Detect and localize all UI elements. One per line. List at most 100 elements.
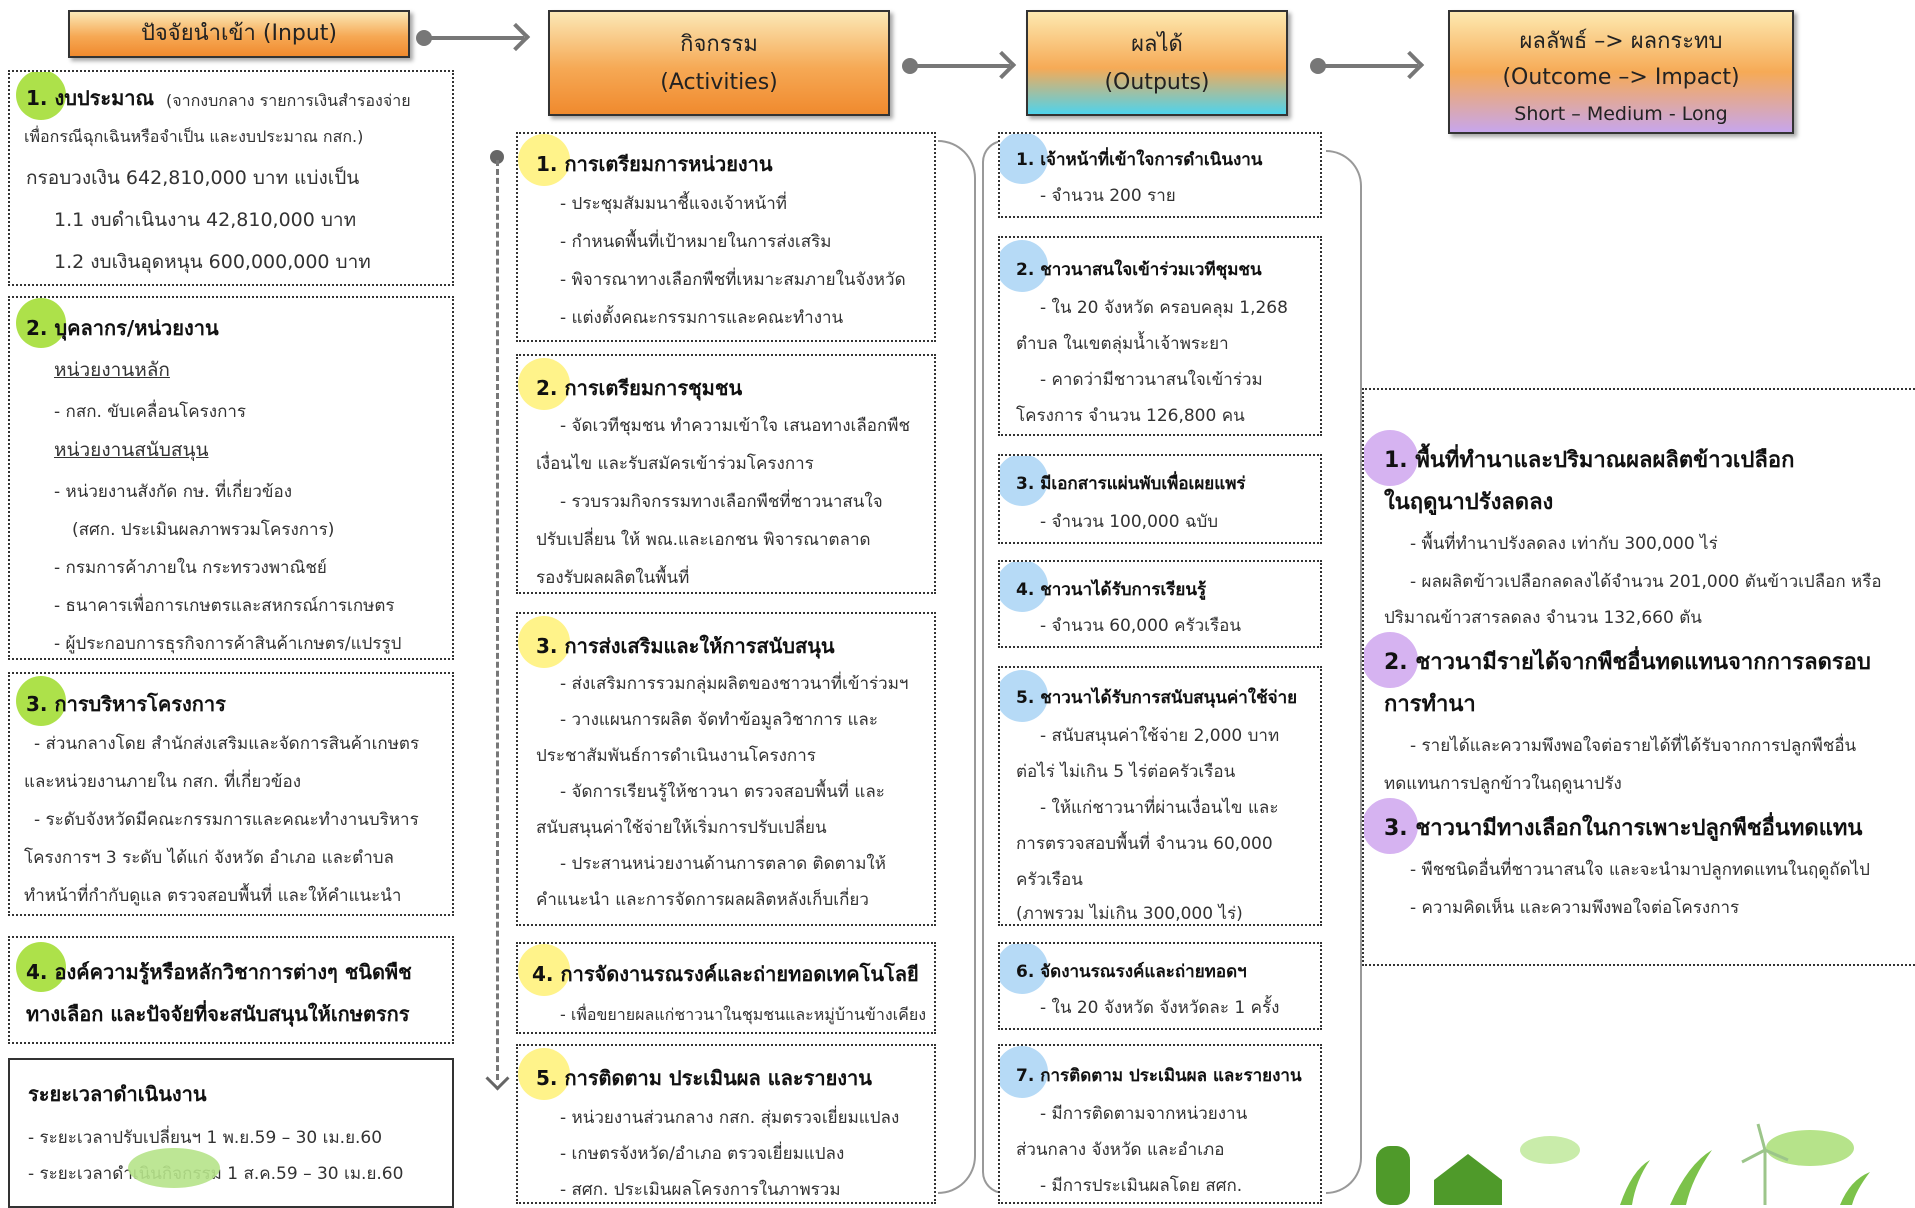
- silo-shape: [1376, 1146, 1410, 1205]
- arrow-outputs-to-outcome: [1310, 58, 1418, 74]
- timeline-line: - ระยะเวลาปรับเปลี่ยนฯ 1 พ.ย.59 – 30 เม.…: [28, 1128, 383, 1148]
- outcome-header: ผลลัพธ์ –> ผลกระทบ (Outcome –> Impact) S…: [1448, 10, 1794, 134]
- activities-header: กิจกรรม (Activities): [548, 10, 890, 116]
- input-budget-box: 1. งบประมาณ (จากงบกลาง รายการเงินสำรองจ่…: [8, 70, 454, 286]
- activities-header-subtitle: (Activities): [660, 70, 778, 95]
- output-2-line: - คาดว่ามีชาวนาสนใจเข้าร่วม: [1040, 370, 1263, 390]
- activity-timeline-line: [496, 160, 499, 1080]
- input-1-line: (จากงบกลาง รายการเงินสำรองจ่าย: [166, 91, 411, 110]
- input-4-marker: [16, 942, 66, 992]
- activity-5-title: 5. การติดตาม ประเมินผล และรายงาน: [536, 1066, 872, 1090]
- output-4-line: - จำนวน 60,000 ครัวเรือน: [1040, 616, 1241, 636]
- output-2-line: ตำบล ในเขตลุ่มน้ำเจ้าพระยา: [1016, 334, 1229, 354]
- activity-4-box: 4. การจัดงานรณรงค์และถ่ายทอดเทคโนโลยี - …: [516, 942, 936, 1034]
- activity-3-line: สนับสนุนค่าใช้จ่ายให้เริ่มการปรับเปลี่ยน: [536, 818, 827, 838]
- arrow-activities-to-outputs: [902, 58, 1010, 74]
- output-5-line: - ให้แก่ชาวนาที่ผ่านเงื่อนไข และ: [1040, 798, 1279, 818]
- outcome-2-title-cont: การทำนา: [1384, 692, 1476, 717]
- timeline-box: ระยะเวลาดำเนินงาน - ระยะเวลาปรับเปลี่ยนฯ…: [8, 1058, 454, 1208]
- output-6-box: 6. จัดงานรณรงค์และถ่ายทอดฯ - ใน 20 จังหว…: [998, 942, 1322, 1030]
- input-2-line: - หน่วยงานสังกัด กษ. ที่เกี่ยวข้อง: [54, 482, 293, 502]
- activity-5-marker: [518, 1048, 570, 1100]
- activity-3-marker: [518, 616, 570, 668]
- timeline-start-dot: [490, 150, 504, 164]
- input-2-line: หน่วยงานสนับสนุน: [54, 439, 209, 461]
- output-3-marker: [1000, 456, 1048, 506]
- input-header-label: ปัจจัยนำเข้า (Input): [140, 21, 338, 46]
- output-5-line: (ภาพรวม ไม่เกิน 300,000 ไร่): [1016, 904, 1243, 924]
- input-3-line: - ระดับจังหวัดมีคณะกรรมการและคณะทำงานบริ…: [34, 810, 419, 830]
- activity-1-line: - พิจารณาทางเลือกพืชที่เหมาะสมภายในจังหว…: [560, 270, 906, 290]
- activity-2-line: - รวบรวมกิจกรรมทางเลือกพืชที่ชาวนาสนใจ: [560, 492, 883, 512]
- outcome-2-title: 2. ชาวนามีรายได้จากพืชอื่นทดแทนจากการลดร…: [1384, 650, 1871, 675]
- output-6-title: 6. จัดงานรณรงค์และถ่ายทอดฯ: [1016, 962, 1247, 982]
- input-3-line: ทำหน้าที่กำกับดูแล ตรวจสอบพื้นที่ และให้…: [24, 886, 402, 906]
- outcome-header-subtitle: (Outcome –> Impact): [1502, 65, 1740, 90]
- output-2-box: 2. ชาวนาสนใจเข้าร่วมเวทีชุมชน - ใน 20 จั…: [998, 236, 1322, 436]
- output-6-marker: [1000, 944, 1048, 994]
- input-1-line: เพื่อกรณีฉุกเฉินหรือจำเป็น และงบประมาณ ก…: [24, 127, 364, 146]
- activity-3-line: - วางแผนการผลิต จัดทำข้อมูลวิชาการ และ: [560, 710, 878, 730]
- activity-3-line: ประชาสัมพันธ์การดำเนินงานโครงการ: [536, 746, 816, 766]
- activity-2-title: 2. การเตรียมการชุมชน: [536, 376, 743, 400]
- output-4-box: 4. ชาวนาได้รับการเรียนรู้ - จำนวน 60,000…: [998, 560, 1322, 648]
- activity-3-box: 3. การส่งเสริมและให้การสนับสนุน - ส่งเสร…: [516, 612, 936, 926]
- output-2-line: - ใน 20 จังหวัด ครอบคลุม 1,268: [1040, 298, 1288, 318]
- input-personnel-box: 2. บุคลากร/หน่วยงาน หน่วยงานหลัก - กสก. …: [8, 296, 454, 660]
- activities-header-title: กิจกรรม: [680, 32, 758, 57]
- activity-4-marker: [518, 944, 570, 996]
- output-4-title: 4. ชาวนาได้รับการเรียนรู้: [1016, 580, 1207, 600]
- outcome-2-line: - รายได้และความพึงพอใจต่อรายได้ที่ได้รับ…: [1410, 736, 1857, 756]
- output-7-marker: [1000, 1046, 1048, 1098]
- input-4-line: ทางเลือก และปัจจัยที่จะสนับสนุนให้เกษตรก…: [26, 1002, 410, 1026]
- activity-1-box: 1. การเตรียมการหน่วยงาน - ประชุมสัมมนาชี…: [516, 132, 936, 342]
- activity-5-box: 5. การติดตาม ประเมินผล และรายงาน - หน่วย…: [516, 1044, 936, 1204]
- activity-2-line: เงื่อนไข และรับสมัครเข้าร่วมโครงการ: [536, 454, 814, 474]
- activity-1-title: 1. การเตรียมการหน่วยงาน: [536, 152, 773, 176]
- input-1-title: 1. งบประมาณ: [26, 86, 155, 110]
- outputs-header-title: ผลได้: [1131, 32, 1183, 57]
- activity-5-line: - หน่วยงานส่วนกลาง กสก. สุ่มตรวจเยี่ยมแป…: [560, 1108, 900, 1128]
- input-management-box: 3. การบริหารโครงการ - ส่วนกลางโดย สำนักส…: [8, 672, 454, 916]
- output-2-marker: [1000, 240, 1048, 292]
- input-3-line: และหน่วยงานภายใน กสก. ที่เกี่ยวข้อง: [24, 772, 302, 792]
- activity-4-line: - เพื่อขยายผลแก่ชาวนาในชุมชนและหมู่บ้านข…: [560, 1005, 927, 1024]
- output-4-marker: [1000, 562, 1048, 612]
- output-5-title: 5. ชาวนาได้รับการสนับสนุนค่าใช้จ่าย: [1016, 688, 1298, 708]
- input-knowledge-box: 4. องค์ความรู้หรือหลักวิชาการต่างๆ ชนิดพ…: [8, 936, 454, 1044]
- output-6-line: - ใน 20 จังหวัด จังหวัดละ 1 ครั้ง: [1040, 998, 1280, 1018]
- outcome-1-line: - ผลผลิตข้าวเปลือกลดลงได้จำนวน 201,000 ต…: [1410, 572, 1882, 592]
- outcome-header-horizon: Short – Medium - Long: [1514, 103, 1728, 125]
- input-2-title: 2. บุคลากร/หน่วยงาน: [26, 316, 219, 340]
- output-1-title: 1. เจ้าหน้าที่เข้าใจการดำเนินงาน: [1016, 150, 1263, 170]
- activity-4-title: 4. การจัดงานรณรงค์และถ่ายทอดเทคโนโลยี: [532, 962, 919, 986]
- activity-3-line: คำแนะนำ และการจัดการผลผลิตหลังเก็บเกี่ยว: [536, 890, 869, 910]
- outcome-1-title: 1. พื้นที่ทำนาและปริมาณผลผลิตข้าวเปลือก: [1384, 448, 1795, 473]
- output-2-title: 2. ชาวนาสนใจเข้าร่วมเวทีชุมชน: [1016, 260, 1262, 280]
- outcome-box: 1. พื้นที่ทำนาและปริมาณผลผลิตข้าวเปลือก …: [1362, 388, 1915, 966]
- outcome-header-title: ผลลัพธ์ –> ผลกระทบ: [1519, 29, 1723, 54]
- input-header: ปัจจัยนำเข้า (Input): [68, 10, 410, 58]
- activity-3-title: 3. การส่งเสริมและให้การสนับสนุน: [536, 634, 835, 658]
- activity-2-line: - จัดเวทีชุมชน ทำความเข้าใจ เสนอทางเลือก…: [560, 416, 911, 436]
- activity-1-line: - แต่งตั้งคณะกรรมการและคณะทำงาน: [560, 308, 844, 328]
- input-2-line: หน่วยงานหลัก: [54, 359, 170, 381]
- input-2-marker: [16, 298, 66, 348]
- arrow-input-to-activities: [416, 30, 524, 46]
- activity-1-line: - ประชุมสัมมนาชี้แจงเจ้าหน้าที่: [560, 194, 787, 214]
- outcome-3-line: - ความคิดเห็น และความพึงพอใจต่อโครงการ: [1410, 898, 1740, 918]
- output-7-line: ส่วนกลาง จังหวัด และอำเภอ: [1016, 1140, 1225, 1160]
- farm-illustration: [1376, 1123, 1870, 1205]
- input-3-title: 3. การบริหารโครงการ: [26, 692, 226, 716]
- outcome-2-line: ทดแทนการปลูกข้าวในฤดูนาปรัง: [1384, 774, 1622, 794]
- output-5-line: การตรวจสอบพื้นที่ จำนวน 60,000: [1016, 834, 1273, 854]
- output-5-box: 5. ชาวนาได้รับการสนับสนุนค่าใช้จ่าย - สน…: [998, 666, 1322, 926]
- outcome-3-line: - พืชชนิดอื่นที่ชาวนาสนใจ และจะนำมาปลูกท…: [1410, 860, 1870, 880]
- wheat-shape: [1840, 1172, 1870, 1205]
- input-1-line: กรอบวงเงิน 642,810,000 บาท แบ่งเป็น: [26, 167, 360, 189]
- windmill-blade: [1741, 1123, 1789, 1164]
- outcome-2-marker: [1364, 632, 1418, 688]
- activity-3-line: - ประสานหน่วยงานด้านการตลาด ติดตามให้: [560, 854, 886, 874]
- wheat-shape: [1670, 1150, 1712, 1205]
- input-3-line: โครงการฯ 3 ระดับ ได้แก่ จังหวัด อำเภอ แล…: [24, 848, 394, 868]
